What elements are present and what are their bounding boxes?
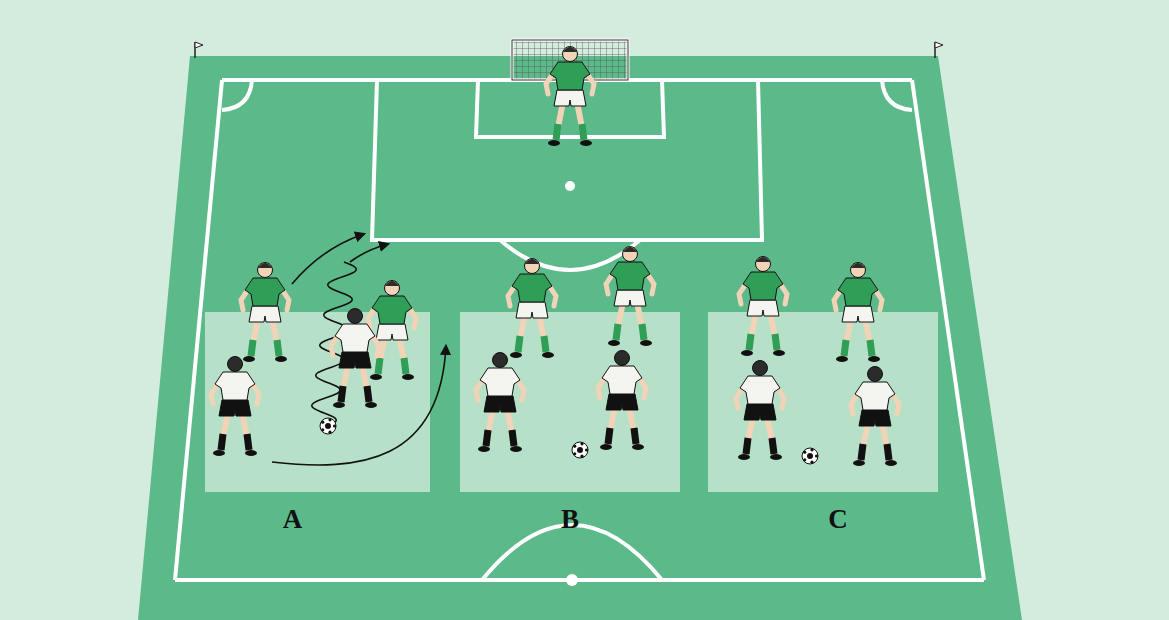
soccer-ball [802,448,818,464]
movement-arrows [272,234,446,465]
corner-flag [195,42,203,58]
dribble-path [312,262,357,428]
player-figure [606,247,654,347]
penalty-spot [565,181,575,191]
player-figure [851,367,899,467]
player-figure [739,257,787,357]
player-figure [546,47,594,147]
overlap-arrow [272,346,446,465]
player-figure [368,281,416,381]
player-figure [736,361,784,461]
run-arrow [292,234,364,284]
player-figure [331,309,379,409]
drill-zone: A [205,312,430,492]
zone-letter: C [828,506,848,533]
drill-zone: B [460,312,680,492]
center-spot [566,574,578,586]
player-figure [598,351,646,451]
player-figure [211,357,259,457]
goal [512,40,628,80]
pitch-lines [175,80,984,580]
zone-letter: B [561,506,579,533]
pitch-grass [138,56,1022,620]
drill-zone: C [708,312,938,492]
soccer-ball [572,442,588,458]
zone-letter: A [283,506,303,533]
player-figure [241,263,289,363]
soccer-ball [320,418,336,434]
player-figure [476,353,524,453]
corner-flag [935,42,943,58]
player-figure [508,259,556,359]
player-figure [834,263,882,363]
dribble-arrow [350,244,388,262]
